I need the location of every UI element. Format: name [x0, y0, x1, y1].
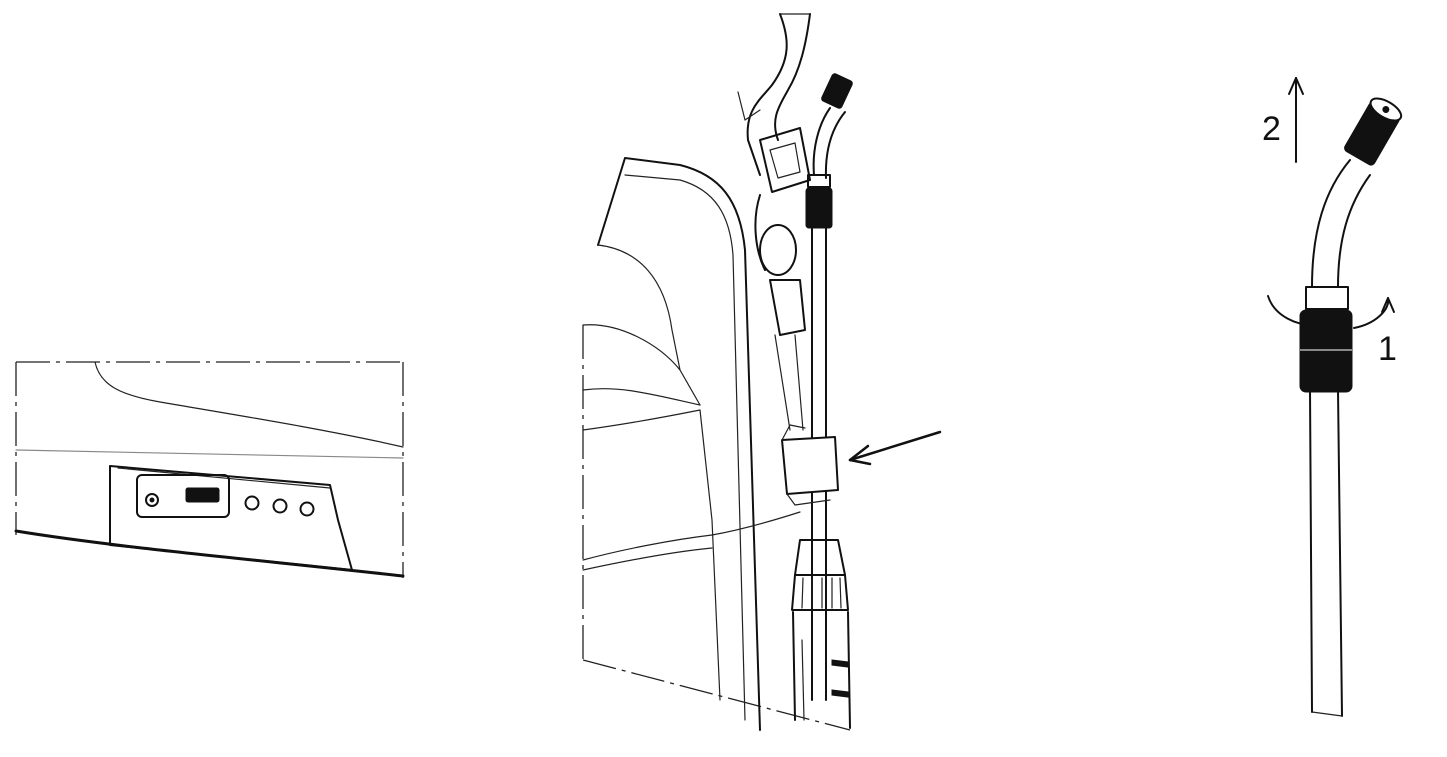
- tube-right-edge: [1337, 389, 1343, 717]
- led-3-icon: [299, 501, 315, 517]
- tank-back-contour: [597, 157, 761, 731]
- strap-clip: [769, 279, 806, 336]
- pull-arrowhead: [1288, 77, 1304, 95]
- tank-band-front: [582, 409, 721, 701]
- tube-left-edge: [1309, 389, 1313, 713]
- grip-collar: [794, 539, 846, 576]
- indicator-hole: [145, 493, 159, 507]
- panel-nozzle-removal: 1 2: [1262, 77, 1403, 717]
- rotate-arrowhead: [1381, 297, 1395, 313]
- panel-control-detail: [14, 361, 405, 578]
- grip-handle: [792, 611, 851, 729]
- housing-seam: [15, 449, 404, 459]
- strap-upper-edge: [774, 13, 811, 141]
- socket-recess: [136, 474, 230, 518]
- led-1-icon: [244, 495, 260, 511]
- crop-border-bottom-2: [582, 659, 851, 731]
- usb-port-icon: [185, 487, 220, 503]
- tank-back-inner: [624, 174, 746, 721]
- strap-fold: [737, 91, 761, 121]
- tank-band-bottom: [582, 534, 713, 561]
- tank-seam-right: [711, 511, 801, 536]
- housing-upper-curve: [94, 361, 404, 448]
- tank-handle-inner: [597, 244, 681, 371]
- wand-bend-right: [824, 111, 846, 179]
- tank-band-top: [582, 388, 701, 406]
- control-panel-body: [109, 465, 353, 571]
- rotate-arrow-left: [1267, 295, 1311, 326]
- led-2-icon: [272, 498, 288, 514]
- step-label-2: 2: [1262, 110, 1281, 148]
- strap-tail: [774, 334, 791, 431]
- wand-bend-left: [812, 107, 831, 176]
- strap-ring: [759, 224, 797, 276]
- curved-tube-right: [1337, 174, 1371, 288]
- nozzle-tip: [1344, 97, 1403, 166]
- tank-band-bottom-2: [582, 547, 713, 571]
- coupling-collar: [1305, 286, 1349, 310]
- nozzle-tip-icon: [821, 73, 853, 109]
- grip-ribbed-nut: [791, 574, 849, 611]
- rotate-arrow-right: [1353, 297, 1390, 329]
- tank-shoulder: [582, 324, 701, 406]
- strap-upper: [746, 13, 788, 176]
- curved-tube-left: [1311, 159, 1351, 288]
- coupling-nut-icon: [1299, 309, 1353, 393]
- step-label-1: 1: [1378, 330, 1397, 368]
- pointer-arrow: [848, 430, 942, 462]
- wand-holder-clip: [781, 436, 839, 495]
- pointer-arrowhead: [848, 444, 872, 466]
- strap-buckle: [759, 127, 811, 193]
- panel-wand-holder: [582, 13, 942, 731]
- control-panel-bevel: [117, 467, 331, 489]
- wand-coupling: [805, 187, 833, 229]
